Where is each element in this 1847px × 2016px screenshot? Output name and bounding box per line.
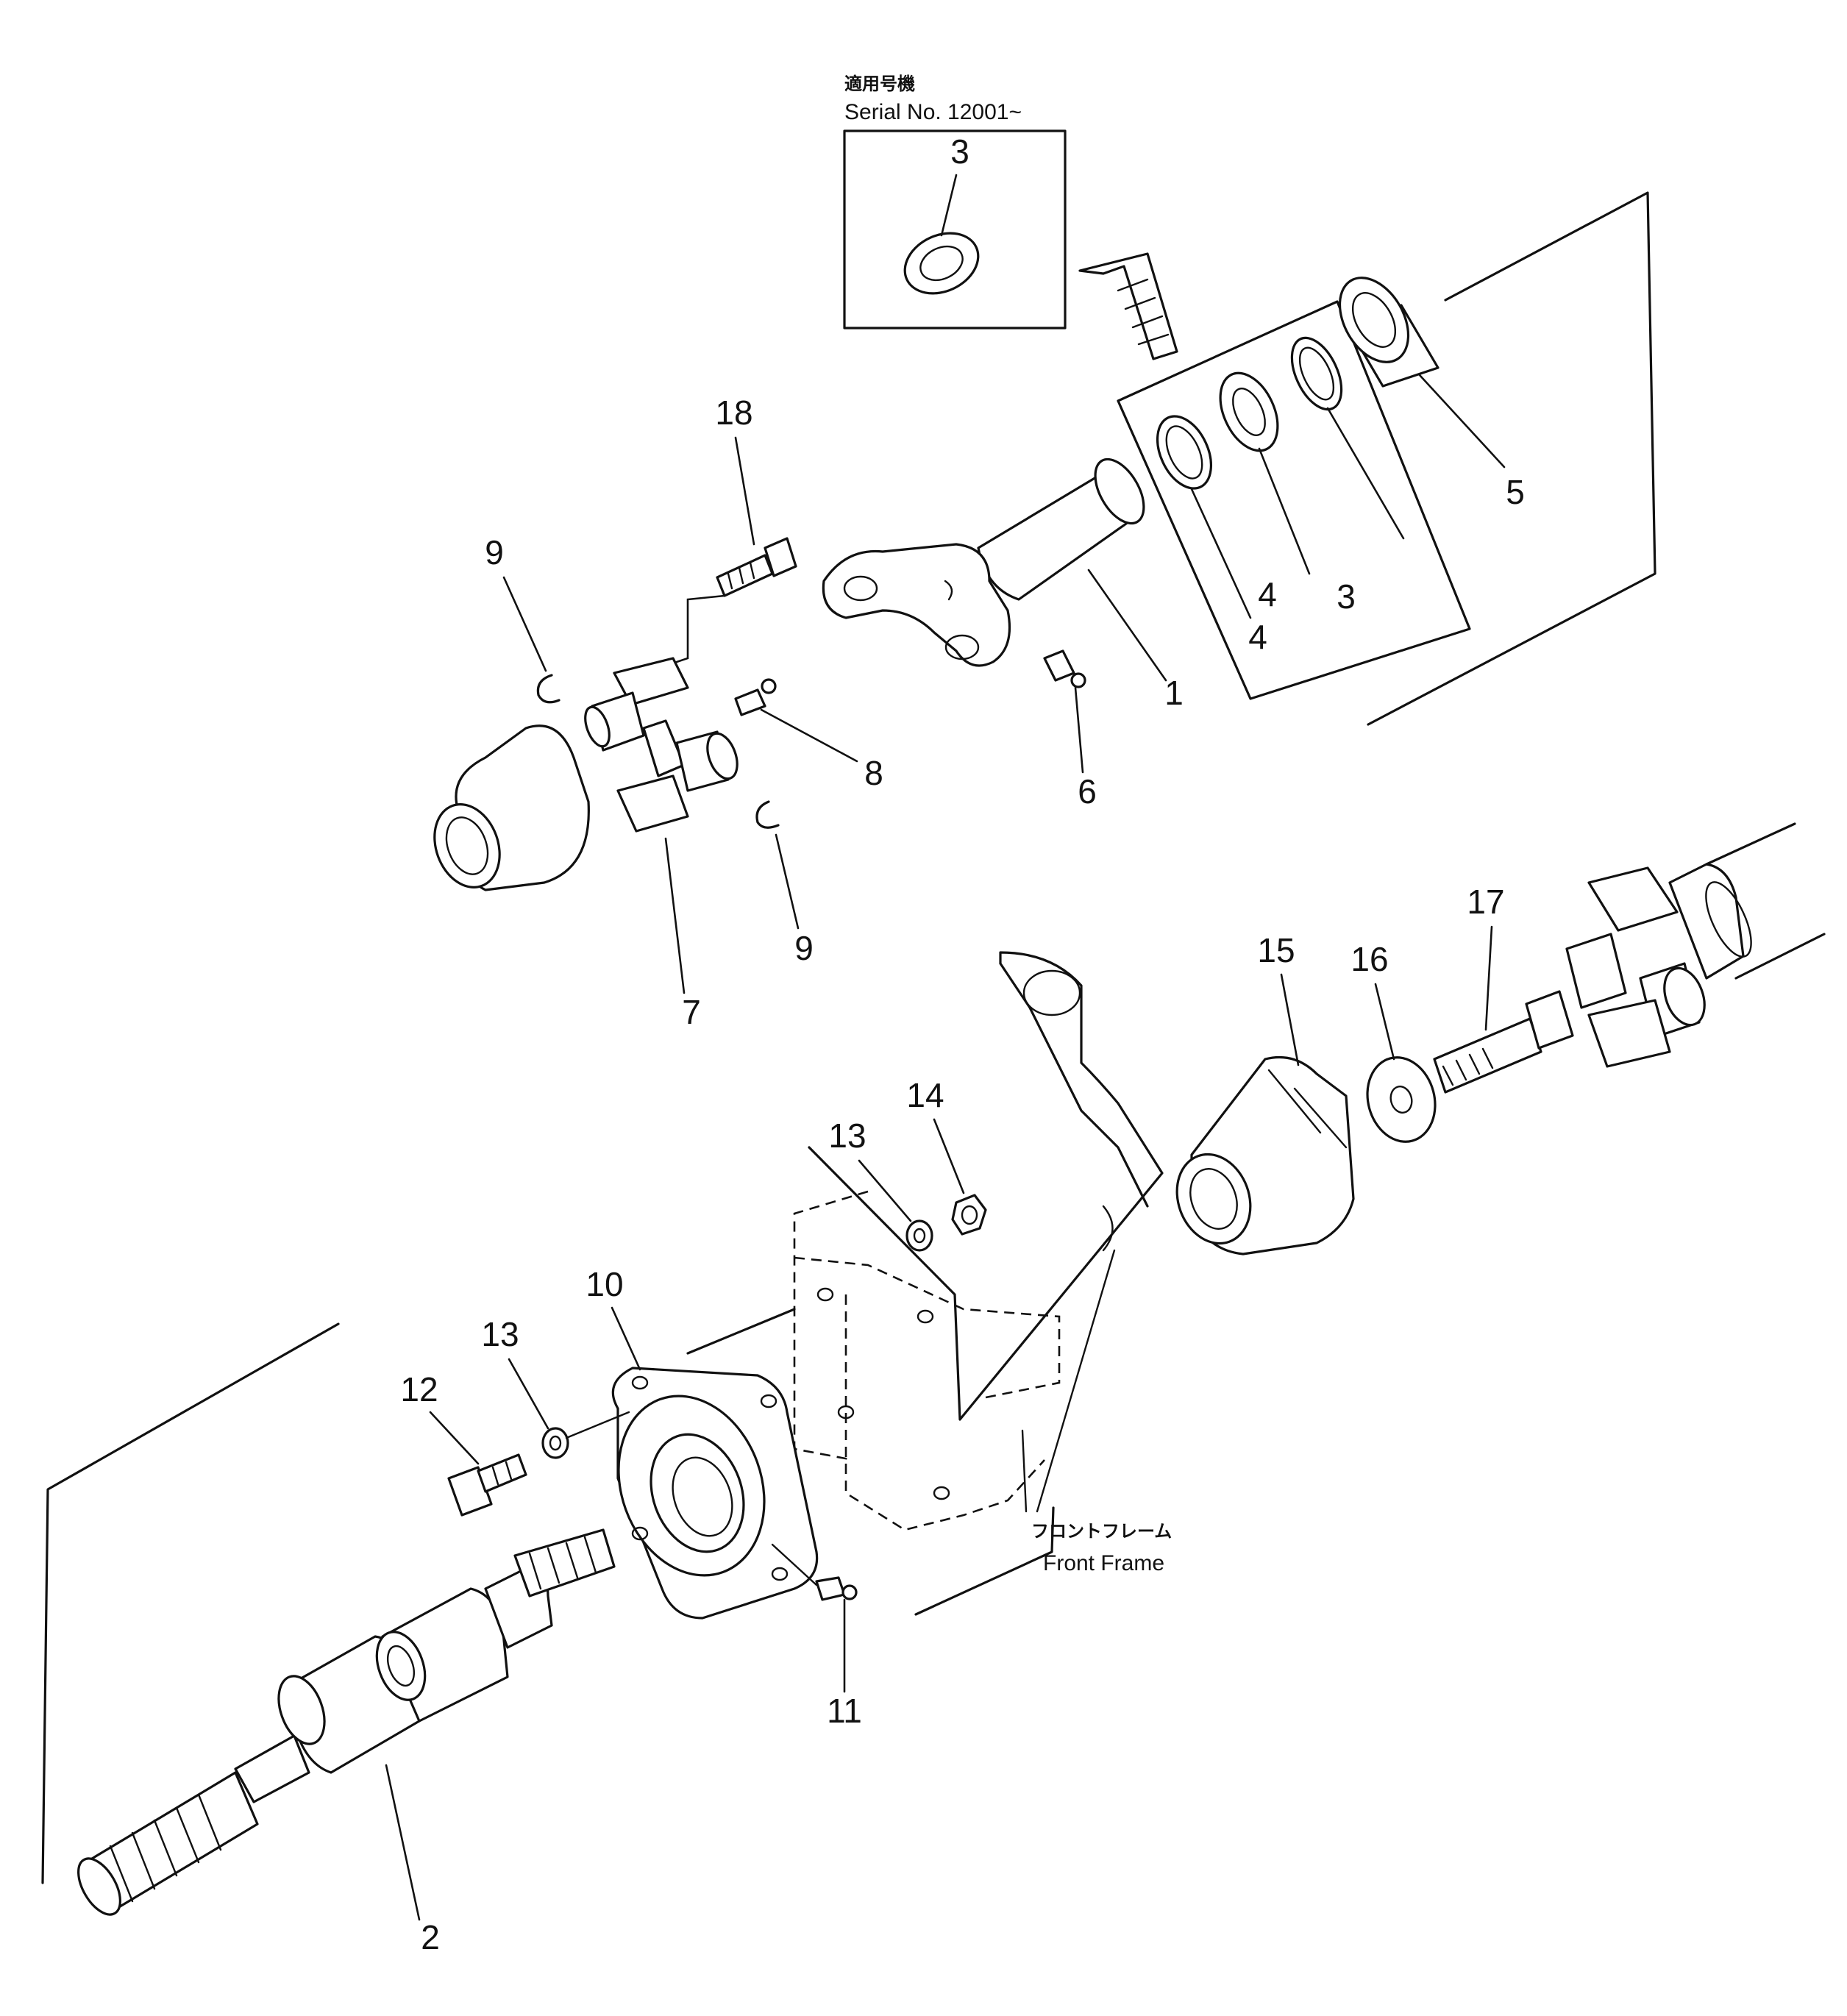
part-9-snap-ring-lower: [755, 800, 780, 829]
part-4-ring-left: [1156, 415, 1212, 490]
lower-frame-line: [41, 1322, 340, 1884]
callout-18: 18: [715, 393, 752, 432]
right-universal-joint: [1565, 822, 1826, 1068]
callout-13-lower: 13: [481, 1315, 519, 1353]
frame-shaft-line: [686, 1308, 796, 1355]
callout-16: 16: [1350, 940, 1388, 978]
part-2-spline-shaft: [77, 1528, 616, 1916]
callout-12: 12: [400, 1370, 438, 1408]
part-13-washer-upper: [905, 1219, 933, 1252]
frame-bottom-line: [914, 1506, 1055, 1616]
front-frame: [793, 951, 1164, 1531]
part-15-flange: [1175, 1055, 1355, 1255]
inset-title-jp: 適用号機: [844, 74, 915, 94]
callout-1: 1: [1164, 674, 1184, 712]
arrow-icon: [1078, 252, 1178, 360]
part-9-snap-ring-upper: [536, 674, 560, 704]
front-frame-label-en: Front Frame: [1043, 1551, 1164, 1575]
part-5-bearing: [1338, 277, 1439, 388]
part-6-grease-fitting: [1043, 649, 1086, 688]
callout-4-right: 4: [1258, 575, 1277, 613]
part-11-grease-fitting: [815, 1576, 858, 1601]
part-1-slip-yoke: [822, 457, 1145, 667]
callout-7: 7: [682, 993, 701, 1031]
part-3-seal: [1219, 371, 1279, 452]
inset-box: [843, 129, 1067, 330]
part-14-nut: [951, 1194, 987, 1236]
callout-17: 17: [1467, 883, 1504, 921]
part-16-washer: [1366, 1056, 1437, 1143]
part-18-bolt: [716, 537, 797, 597]
callout-9-lower: 9: [794, 929, 814, 967]
callout-5: 5: [1506, 473, 1525, 511]
callout-15: 15: [1257, 931, 1295, 969]
flange-yoke-upper: [433, 724, 590, 891]
callout-10: 10: [586, 1265, 623, 1303]
callout-13-upper: 13: [828, 1116, 866, 1155]
part-8-grease-fitting: [734, 678, 777, 716]
part-4-ring-right: [1290, 336, 1343, 411]
callout-6: 6: [1078, 772, 1097, 811]
inset-serial: Serial No. 12001~: [844, 100, 1022, 124]
part-10-bearing-housing: [611, 1367, 819, 1620]
part-13-washer-lower: [541, 1427, 569, 1459]
callout-3-inset: 3: [950, 132, 969, 171]
seal-group-box: [1117, 300, 1471, 700]
callout-8: 8: [864, 754, 883, 792]
upper-frame-line: [1367, 191, 1656, 726]
serial-inset: 適用号機 Serial No. 12001~ 3: [843, 74, 1067, 330]
callout-3-box: 3: [1337, 577, 1356, 616]
callout-4-left: 4: [1248, 618, 1267, 656]
part-12-bolt: [447, 1453, 527, 1517]
callout-11: 11: [827, 1692, 862, 1730]
inset-bearing: [903, 232, 980, 295]
callout-2: 2: [421, 1918, 440, 1956]
part-7-spider: [584, 657, 739, 833]
callout-9-upper: 9: [485, 533, 504, 571]
front-frame-label-jp: フロントフレーム: [1031, 1521, 1172, 1542]
callout-14: 14: [906, 1076, 944, 1114]
part-17-bolt: [1433, 990, 1574, 1094]
